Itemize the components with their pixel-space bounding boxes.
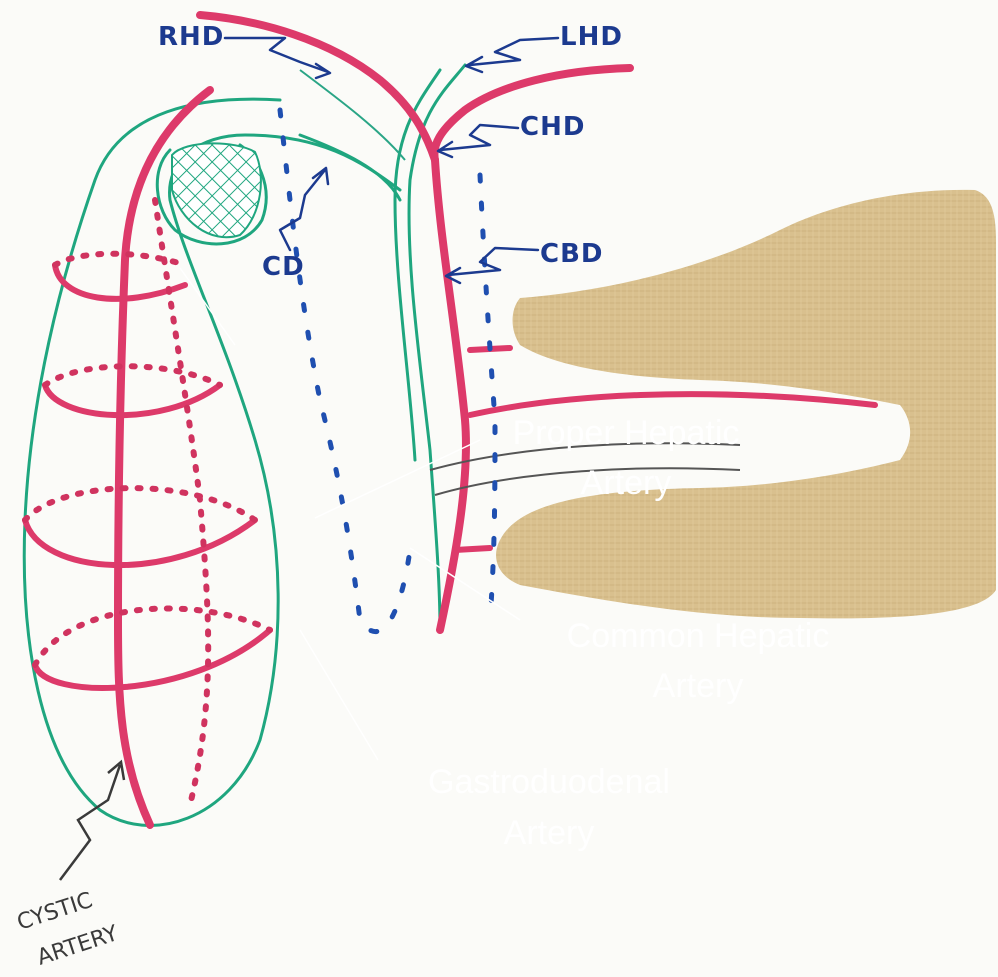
- lhd-label: LHD: [560, 22, 623, 52]
- lhd-arrow-icon: [466, 38, 558, 72]
- common-hepatic-artery: [470, 394, 875, 415]
- proper-hepatic-artery: [435, 160, 466, 630]
- cystic-artery-arrow-icon: [60, 762, 124, 880]
- blue-dashed-duct-2: [480, 175, 495, 620]
- upper-leader: [180, 268, 235, 345]
- chd-label: CHD: [520, 112, 585, 142]
- hepatic-tissue-hatch: [172, 143, 261, 237]
- proper-hepatic-label-line2: Artery: [581, 464, 672, 502]
- cd-arrow-icon: [280, 168, 328, 250]
- chd-arrow-icon: [438, 125, 518, 157]
- gastroduodenal-label-line2: Artery: [504, 814, 595, 852]
- gastroduodenal-label-line1: Gastroduodenal: [428, 763, 670, 801]
- proper-hepatic-leader: [315, 440, 480, 518]
- proper-hepatic-label-line1: Proper Hepatic: [513, 414, 740, 452]
- cd-label: CD: [262, 252, 305, 282]
- gastroduodenal-leader: [300, 630, 378, 760]
- cbd-arrow-icon: [446, 248, 538, 283]
- cystic-artery-label-line2: ARTERY: [34, 921, 122, 971]
- gastroduodenal-branch-2: [455, 548, 490, 550]
- common-hepatic-label-line1: Common Hepatic: [567, 617, 830, 655]
- cbd-label: CBD: [540, 239, 603, 269]
- rhd-label: RHD: [158, 22, 224, 52]
- common-hepatic-label-line2: Artery: [653, 667, 744, 705]
- cystic-artery-label-line1: CYSTIC: [14, 888, 96, 936]
